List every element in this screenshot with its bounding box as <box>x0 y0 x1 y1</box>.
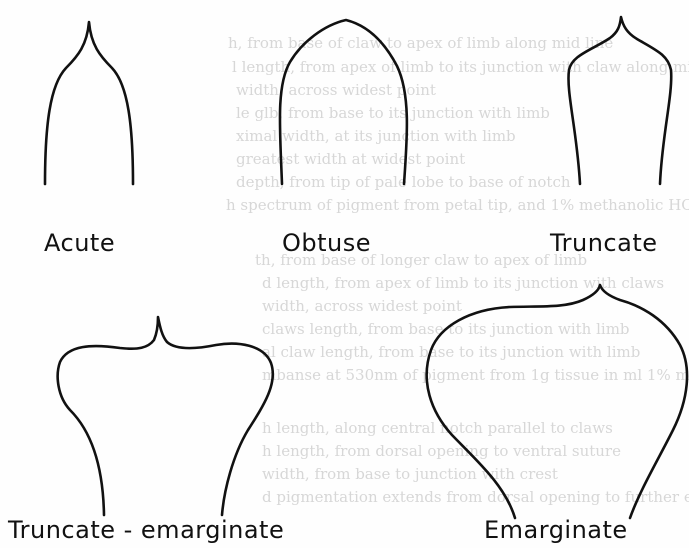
acute-petal-outline <box>45 22 133 184</box>
truncate-label: Truncate <box>550 229 658 257</box>
truncate-emarginate-petal-outline <box>58 317 273 515</box>
truncate-petal-outline <box>568 17 671 184</box>
obtuse-petal-outline <box>280 20 407 184</box>
acute-label: Acute <box>44 229 115 257</box>
emarginate-label: Emarginate <box>484 516 628 544</box>
emarginate-petal-outline <box>427 285 687 518</box>
obtuse-label: Obtuse <box>282 229 371 257</box>
truncate-emarginate-label: Truncate - emarginate <box>8 516 284 544</box>
